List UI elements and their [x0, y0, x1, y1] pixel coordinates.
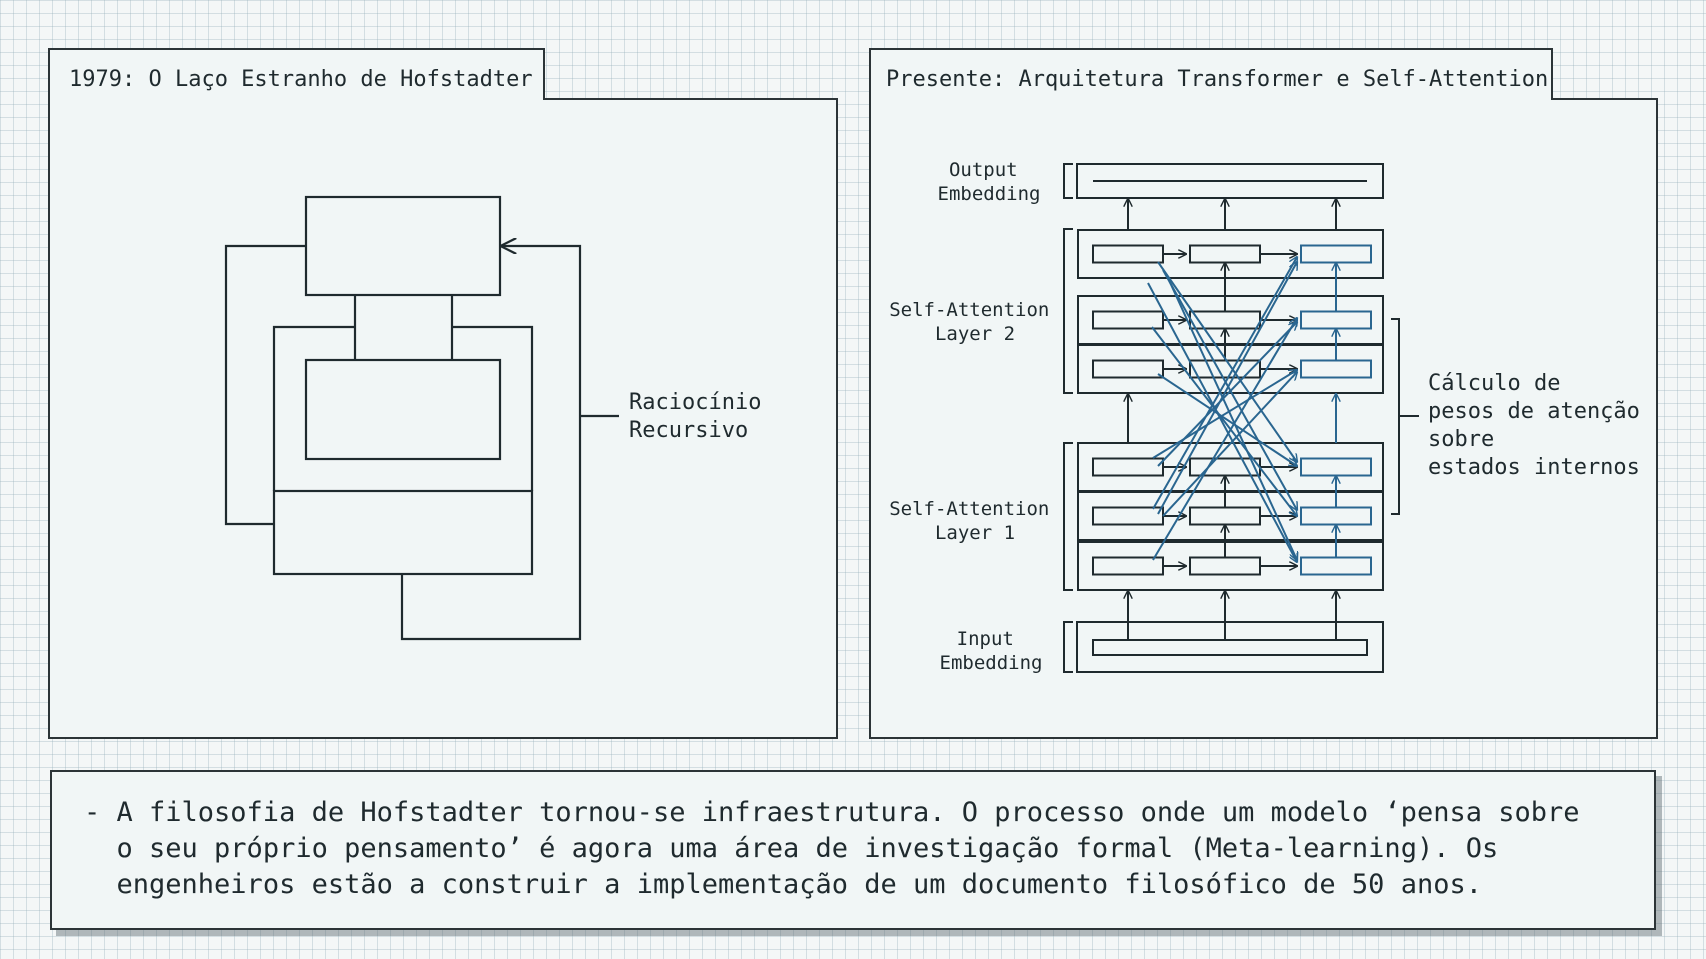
transformer-network [1077, 199, 1384, 640]
right-panel-title: Presente: Arquitetura Transformer e Self… [886, 67, 1548, 92]
attention-annotation-bracket [1391, 318, 1419, 515]
output-bracket [1063, 163, 1073, 199]
attention-connection-5 [1157, 373, 1297, 466]
output-embedding-label: Output Embedding [938, 159, 1041, 205]
layer1-label: Self-Attention Layer 1 [889, 498, 1061, 544]
attention-connection-6 [1147, 282, 1297, 562]
attention-connection-9 [1157, 322, 1297, 467]
attention-connection-8 [1152, 318, 1297, 561]
recursive-reasoning-label: Raciocínio Recursivo [629, 390, 775, 443]
loop-outer-left-path [224, 244, 306, 526]
caption-box [50, 770, 1656, 930]
input-embedding-bar [1092, 639, 1368, 656]
token-r1-c3 [1300, 244, 1372, 264]
layer2-label: Self-Attention Layer 2 [889, 299, 1061, 345]
token-r5-c3 [1300, 506, 1372, 526]
token-r3-c3 [1300, 359, 1372, 379]
attention-row-3 [1077, 344, 1384, 394]
token-r2-c3 [1300, 310, 1372, 330]
attention-row-6 [1077, 541, 1384, 591]
layer1-bracket [1063, 442, 1073, 591]
input-bracket [1063, 621, 1073, 673]
attention-connection-4 [1151, 326, 1297, 516]
left-panel-title: 1979: O Laço Estranho de Hofstadter [69, 67, 533, 92]
left-panel-frame [48, 48, 838, 739]
layer2-bracket [1063, 228, 1073, 394]
attention-connection-3 [1167, 277, 1297, 560]
loop-inner-box [304, 358, 502, 461]
input-embedding-label: Input Embedding [940, 628, 1043, 674]
attention-weights-label: Cálculo de pesos de atenção sobre estado… [1428, 371, 1653, 480]
caption-text: - A filosofia de Hofstadter tornou-se in… [84, 797, 1580, 900]
attention-connection-12 [1157, 262, 1297, 515]
left-panel: 1979: O Laço Estranho de Hofstadter Raci… [48, 48, 838, 739]
output-embedding-box [1076, 163, 1384, 199]
token-r6-c3 [1300, 556, 1372, 576]
token-r4-c3 [1300, 457, 1372, 477]
right-panel: Presente: Arquitetura Transformer e Self… [869, 48, 1658, 739]
attention-connection-11 [1152, 370, 1297, 459]
loop-outer-right-path [400, 246, 582, 641]
attention-connection-10 [1162, 372, 1297, 517]
attention-row-5 [1077, 491, 1384, 541]
attention-connection-1 [1157, 261, 1297, 462]
input-embedding-box [1076, 621, 1384, 673]
loop-nested-frame [272, 325, 534, 491]
attention-connection-7 [1152, 257, 1297, 510]
attention-row-1 [1077, 229, 1384, 279]
strange-loop-diagram [224, 195, 619, 641]
